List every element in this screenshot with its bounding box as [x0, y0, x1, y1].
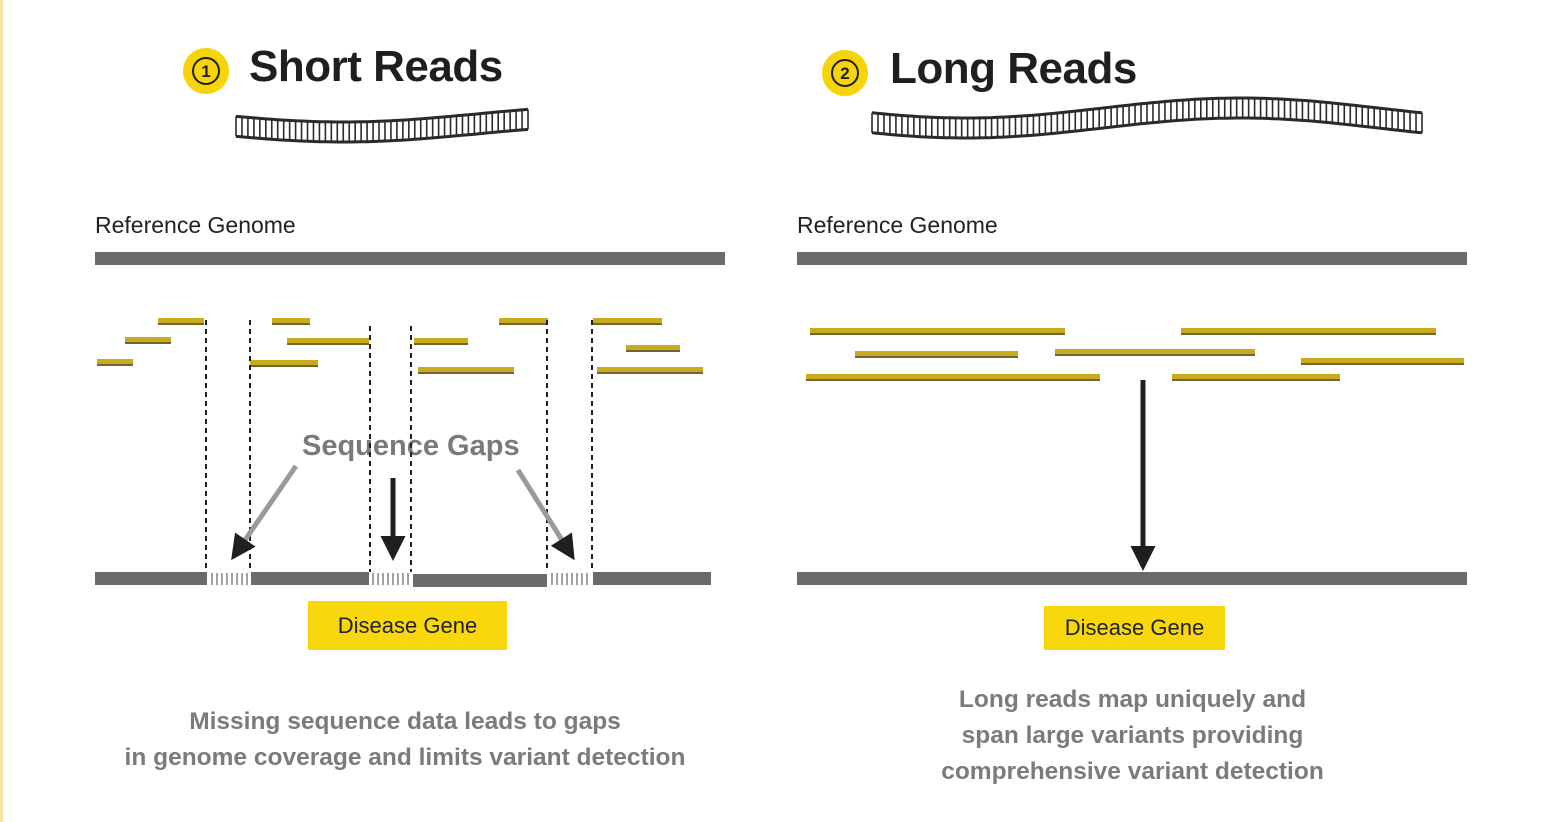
caption-line: comprehensive variant detection: [941, 758, 1324, 785]
genome-segment: [251, 572, 369, 585]
dna-strand-icon: [871, 96, 1423, 140]
gap-boundary-lines: [205, 320, 593, 572]
badge-number: 1: [192, 57, 220, 85]
disease-gene-box: Disease Gene: [1044, 606, 1225, 650]
caption-line: in genome coverage and limits variant de…: [124, 744, 686, 771]
genome-segment: [593, 572, 711, 585]
gap-arrows: [231, 464, 575, 561]
long-reads-caption: Long reads map uniquely and span large v…: [880, 682, 1385, 790]
reference-genome-bar: [797, 252, 1467, 265]
reference-genome-label: Reference Genome: [95, 212, 296, 238]
dna-backbone: [871, 116, 1423, 140]
short-read-segments: [97, 318, 703, 374]
read-segment: [414, 338, 468, 343]
number-badge-icon: 1: [183, 48, 229, 94]
read-segment: [1181, 328, 1436, 333]
read-segment: [1172, 374, 1340, 379]
read-segment: [593, 318, 662, 323]
read-segment: [250, 360, 318, 365]
arrow-icon: [231, 464, 299, 561]
gapped-genome-bar: [95, 572, 711, 587]
read-segment: [418, 367, 514, 372]
sequence-gap-hatches: [211, 573, 588, 585]
read-segment: [806, 374, 1100, 379]
caption-line: Long reads map uniquely and: [958, 686, 1307, 713]
badge-number: 2: [831, 59, 859, 87]
genome-segment: [95, 572, 207, 585]
read-segment: [158, 318, 204, 323]
read-segment: [597, 367, 703, 372]
dna-strand-icon: [235, 107, 529, 144]
disease-gene-box: Disease Gene: [308, 601, 507, 650]
long-read-segments: [806, 328, 1464, 381]
read-segment: [272, 318, 310, 323]
read-segment: [97, 359, 133, 364]
short-reads-caption: Missing sequence data leads to gaps in g…: [95, 704, 715, 776]
genome-bar: [797, 572, 1467, 585]
dna-backbone: [871, 96, 1423, 120]
number-badge-icon: 2: [822, 50, 868, 96]
frame-edge: [0, 0, 3, 822]
reference-genome-bar: [95, 252, 725, 265]
read-segment: [1055, 349, 1255, 354]
read-segment: [810, 328, 1065, 333]
reference-genome-label: Reference Genome: [797, 212, 998, 238]
read-segment: [1301, 358, 1464, 363]
arrow-icon: [515, 468, 575, 561]
caption-line: span large variants providing: [961, 722, 1304, 749]
read-segment: [287, 338, 369, 343]
genome-segment: [413, 574, 547, 587]
read-segment: [855, 351, 1018, 356]
caption-line: Missing sequence data leads to gaps: [189, 708, 621, 735]
read-segment: [499, 318, 548, 323]
dna-backbone: [235, 127, 529, 144]
dna-backbone: [235, 107, 529, 124]
long-reads-title: Long Reads: [890, 44, 1137, 93]
read-segment: [626, 345, 680, 350]
read-segment: [125, 337, 171, 342]
short-reads-title: Short Reads: [249, 42, 503, 91]
